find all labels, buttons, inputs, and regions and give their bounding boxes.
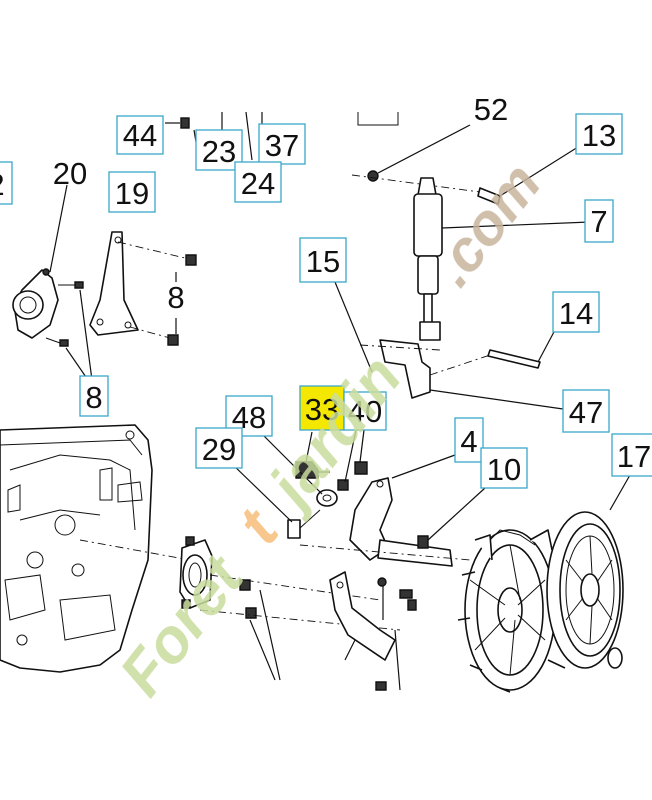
svg-text:37: 37 [265, 128, 299, 163]
svg-text:40: 40 [348, 394, 382, 429]
callout-47: 47 [562, 389, 610, 433]
callout-52-partial: 52 [474, 92, 508, 127]
svg-text:10: 10 [487, 452, 521, 487]
svg-text:33: 33 [305, 392, 339, 427]
callout-40: 40 [343, 391, 387, 431]
callout-4: 4 [454, 417, 484, 463]
svg-text:t: t [225, 496, 294, 557]
callout-2-partial: 2 [0, 161, 13, 205]
callout-8-upper: 8 [167, 280, 184, 315]
callout-13: 13 [575, 113, 623, 155]
svg-text:29: 29 [202, 432, 236, 467]
svg-text:47: 47 [569, 395, 603, 430]
svg-text:8: 8 [85, 380, 102, 415]
callout-10: 10 [480, 447, 528, 489]
callout-15: 15 [299, 237, 347, 283]
callout-17: 17 [611, 433, 652, 477]
callouts: 44 23 37 24 20 19 8 [0, 92, 652, 489]
auger-impeller [457, 529, 569, 693]
callout-14: 14 [552, 291, 600, 333]
drawing-linework [0, 111, 631, 693]
svg-text:17: 17 [617, 439, 651, 474]
callout-37: 37 [258, 123, 306, 165]
svg-text:52: 52 [474, 92, 508, 127]
svg-text:19: 19 [115, 176, 149, 211]
svg-text:23: 23 [202, 134, 236, 169]
callout-19: 19 [108, 171, 156, 213]
svg-text:13: 13 [582, 118, 616, 153]
callout-20: 20 [53, 156, 87, 191]
callout-29: 29 [195, 427, 243, 469]
pulley [546, 474, 631, 669]
callout-44: 44 [116, 115, 164, 155]
callout-7: 7 [584, 199, 614, 243]
callout-23: 23 [195, 129, 243, 171]
svg-text:2: 2 [0, 167, 5, 202]
callout-24: 24 [234, 161, 282, 203]
callout-8-lower: 8 [79, 375, 109, 417]
svg-text:14: 14 [559, 296, 593, 331]
svg-text:44: 44 [123, 118, 157, 153]
svg-text:15: 15 [306, 244, 340, 279]
svg-text:7: 7 [590, 204, 607, 239]
svg-text:20: 20 [53, 156, 87, 191]
svg-text:8: 8 [167, 280, 184, 315]
svg-text:24: 24 [241, 166, 275, 201]
svg-text:4: 4 [460, 424, 477, 459]
